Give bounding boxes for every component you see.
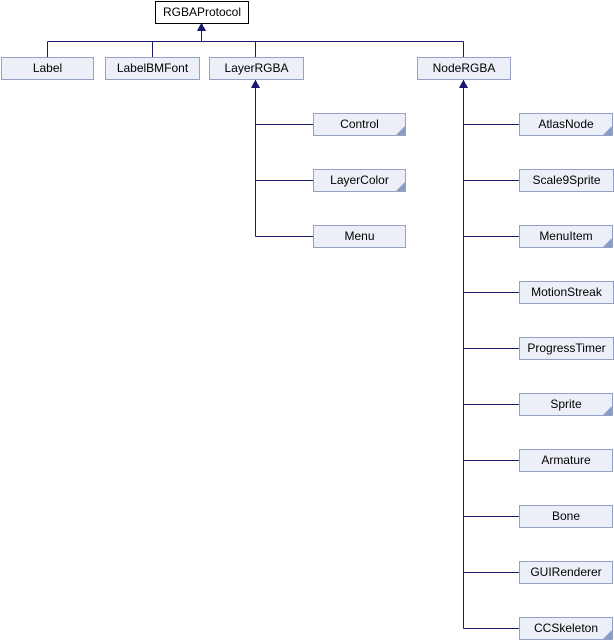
class-node-text: AtlasNode [538,117,594,131]
class-node-text: LayerRGBA [224,61,289,75]
class-node-text: Sprite [550,397,582,411]
class-node-text: NodeRGBA [432,61,496,75]
class-node-menuitem[interactable]: MenuItem [519,225,613,248]
class-node-control[interactable]: Control [313,113,406,136]
class-node-text: MenuItem [539,229,593,243]
truncation-fold-icon [603,126,612,135]
class-node-layercolor[interactable]: LayerColor [313,169,406,192]
class-node-bone[interactable]: Bone [519,505,613,528]
class-node-sprite[interactable]: Sprite [519,393,613,416]
class-node-labelbmfont[interactable]: LabelBMFont [105,57,200,80]
class-node-nodergba[interactable]: NodeRGBA [417,57,511,80]
class-node-text: CCSkeleton [533,621,599,635]
class-node-label[interactable]: Label [1,57,94,80]
truncation-fold-icon [396,182,405,191]
class-node-menu[interactable]: Menu [313,225,406,248]
class-node-text: RGBAProtocol [162,5,242,19]
truncation-fold-icon [603,406,612,415]
class-node-text: LayerColor [330,173,389,187]
class-node-motionstreak[interactable]: MotionStreak [519,281,614,304]
class-node-text: GUIRenderer [530,565,602,579]
arrowhead-up-icon [251,79,260,88]
class-node-text: Label [32,61,63,75]
class-node-guirenderer[interactable]: GUIRenderer [519,561,613,584]
arrowhead-up-icon [459,79,468,88]
class-node-text: ProgressTimer [527,341,606,355]
class-node-text: Armature [541,453,591,467]
class-node-progresstimer[interactable]: ProgressTimer [519,337,614,360]
edge-lines [47,30,519,629]
class-node-text: Control [340,117,379,131]
class-node-layerrgba[interactable]: LayerRGBA [209,57,304,80]
class-node-text: Menu [344,229,375,243]
truncation-fold-icon [603,630,612,639]
class-node-rgbaprotocol[interactable]: RGBAProtocol [155,1,249,24]
class-node-atlasnode[interactable]: AtlasNode [519,113,613,136]
class-node-armature[interactable]: Armature [519,449,613,472]
class-node-text: Scale9Sprite [532,173,601,187]
class-node-text: MotionStreak [531,285,602,299]
class-node-text: Bone [551,509,581,523]
class-node-scale9sprite[interactable]: Scale9Sprite [519,169,614,192]
class-node-text: LabelBMFont [116,61,189,75]
truncation-fold-icon [603,238,612,247]
truncation-fold-icon [396,126,405,135]
class-node-ccskeleton[interactable]: CCSkeleton [519,617,613,640]
